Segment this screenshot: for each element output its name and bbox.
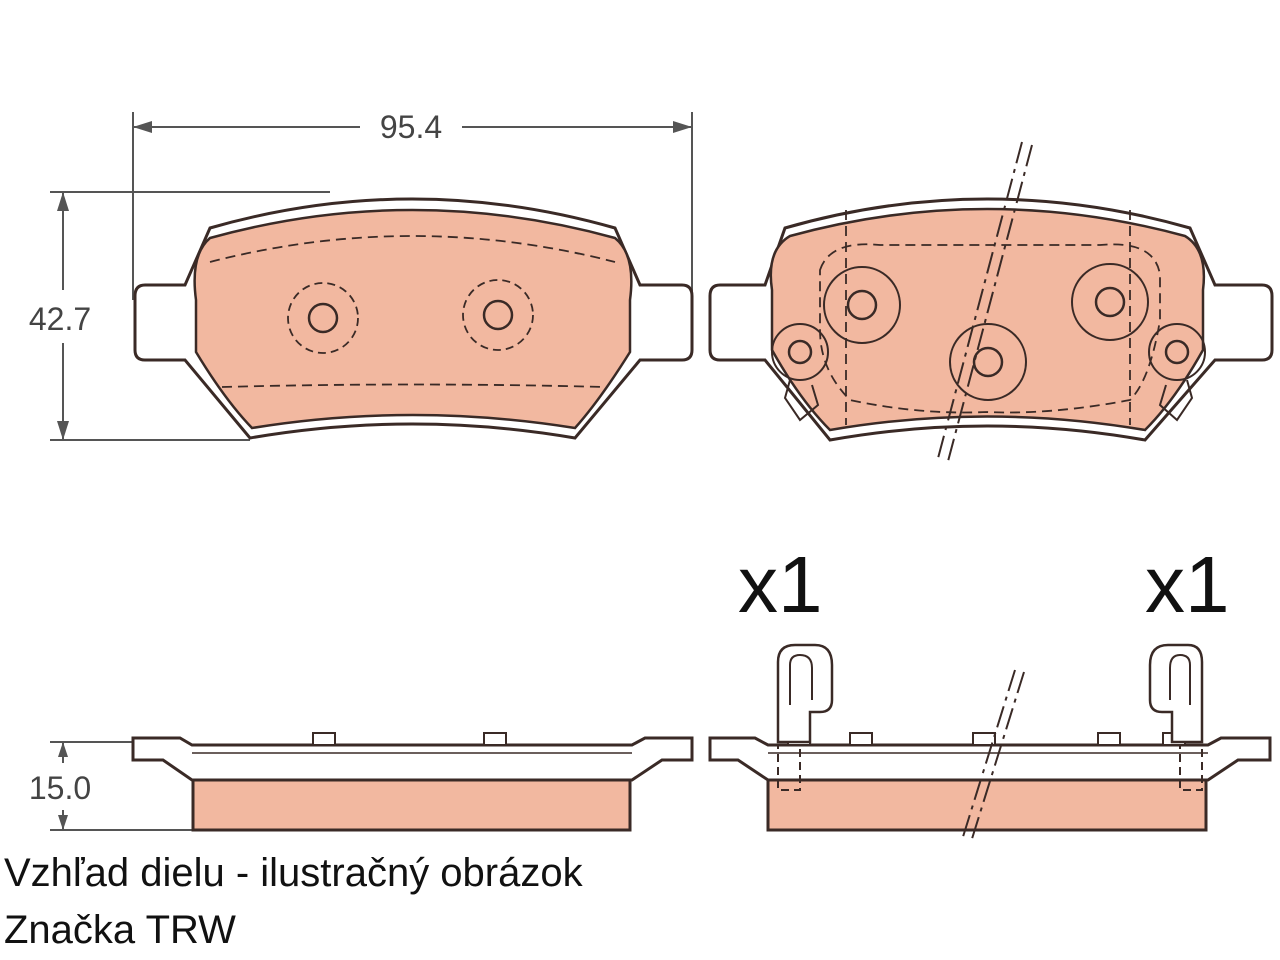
pad-right-clip-right — [1148, 643, 1204, 791]
pad-right-pin-hole-1 — [823, 266, 901, 344]
pad-right-spring-left — [771, 323, 829, 422]
pad-left-friction-material — [193, 208, 633, 430]
pad-right-side-view — [708, 643, 1272, 843]
pad-right-clip-left — [776, 643, 834, 791]
pad-left-pin-hole-1 — [287, 282, 359, 354]
pad-right-center-hole — [949, 323, 1027, 401]
width-dimension-label: 95.4 — [380, 109, 442, 145]
height-dimension-label: 42.7 — [29, 301, 91, 337]
brake-pad-drawing: 95.4 42.7 15.0 — [29, 109, 1274, 843]
width-dimension — [132, 112, 693, 300]
left-pad-quantity: x1 — [738, 540, 823, 629]
pad-left-side-backing — [131, 736, 694, 782]
height-dimension — [50, 191, 330, 441]
pad-right-side-section-line — [961, 669, 1025, 843]
caption-brand: Značka TRW — [4, 908, 236, 952]
pad-left-front-view — [133, 197, 694, 440]
pad-right-spring-right — [1148, 323, 1206, 422]
pad-right-back-view — [708, 141, 1274, 466]
pad-left-side-friction — [191, 778, 632, 832]
pad-right-section-line — [936, 141, 1033, 466]
pad-right-pin-hole-2 — [1071, 263, 1149, 341]
pad-right-inner-outline — [769, 207, 1206, 432]
thickness-dimension-label: 15.0 — [29, 770, 91, 806]
caption-illustrative-note: Vzhľad dielu - ilustračný obrázok — [4, 851, 583, 895]
pad-left-side-view — [131, 732, 694, 832]
pad-left-pin-hole-2 — [462, 279, 534, 351]
right-pad-quantity: x1 — [1145, 540, 1230, 629]
pad-right-side-backing — [708, 736, 1272, 782]
